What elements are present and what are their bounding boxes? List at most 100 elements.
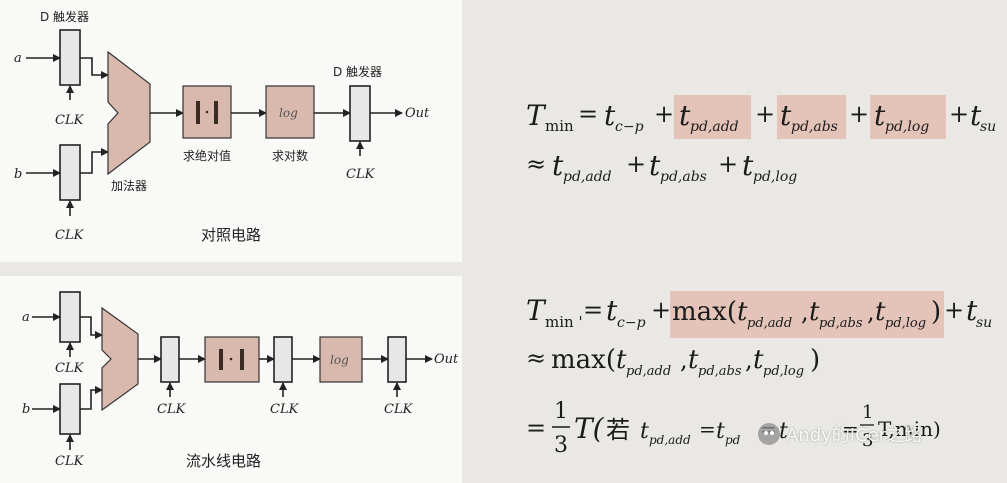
- p-wire-a-adder: [80, 316, 103, 339]
- f2b-t-add: t: [616, 345, 627, 375]
- f2-max-open: max(: [672, 297, 737, 327]
- f2b-sub-abs: pd,abs: [698, 364, 742, 379]
- p-abs-dot-icon: [229, 357, 233, 361]
- f1-min: min: [545, 117, 574, 135]
- f2c-t-3: t: [779, 419, 788, 444]
- f2b-t-abs: t: [688, 345, 699, 375]
- abs-bar-right-icon: [214, 101, 218, 124]
- p-output-label: Out: [434, 352, 459, 367]
- highlight-max: [670, 291, 944, 338]
- f1-sub-abs: pd,abs: [791, 119, 838, 135]
- f2-sub-cp: c−p: [617, 315, 646, 331]
- f2c-eq: =: [526, 414, 546, 442]
- f1b-t-add: t: [552, 149, 564, 182]
- clk-out-label: CLK: [346, 167, 376, 182]
- f2-t-su: t: [966, 294, 978, 327]
- f2c-t-add: t: [640, 419, 649, 444]
- f2c-frac-num: 1: [554, 399, 568, 424]
- adder-label: 加法器: [111, 179, 147, 193]
- f2-t-abs: t: [809, 297, 820, 327]
- f1-plus-3: +: [849, 100, 869, 128]
- f2b-sub-add: pd,add: [626, 364, 671, 379]
- top-caption: 对照电路: [201, 226, 261, 244]
- f1b-sub-add: pd,add: [563, 169, 612, 185]
- formula-2-line-3: = 1 3 T( 若 t pd,add = t pd = t = 1 3 T,m…: [526, 399, 941, 458]
- f1-t-su: t: [970, 99, 982, 132]
- f2-comma-1: ,: [801, 298, 809, 326]
- log-block: [265, 85, 315, 139]
- f2c-sub-add: pd,add: [649, 433, 691, 447]
- f2c-ruo: 若: [606, 416, 630, 444]
- f2-sub-abs: pd,abs: [819, 316, 863, 331]
- f2-t-log: t: [875, 297, 886, 327]
- wire-a-adder: [80, 57, 109, 79]
- f2c-sub-pd: pd: [725, 433, 741, 447]
- f1-T: T: [526, 99, 547, 132]
- p-log-symbol: log: [330, 353, 349, 367]
- f2-sub-add: pd,add: [747, 316, 792, 331]
- f2b-comma-1: ,: [680, 346, 688, 374]
- bottom-caption: 流水线电路: [186, 452, 261, 470]
- f2c-frac2-num: 1: [862, 402, 873, 423]
- f2b-approx: ≈: [526, 344, 546, 372]
- output-label: Out: [405, 106, 430, 121]
- f1b-plus-2: +: [718, 150, 738, 178]
- p-clk-b-label: CLK: [55, 454, 85, 469]
- bottom-circuit: a CLK b CLK CLK: [22, 291, 459, 470]
- f1-t-abs: t: [780, 99, 792, 132]
- f1b-plus-1: +: [626, 150, 646, 178]
- circuit-diagrams: D 触发器 D 触发器 a CLK b CLK 加法器: [14, 9, 459, 470]
- f1-t-log: t: [874, 99, 886, 132]
- highlight-t-abs: [777, 95, 846, 139]
- p-input-a-label: a: [22, 310, 30, 325]
- f2b-comma-2: ,: [745, 346, 753, 374]
- wechat-icon: [758, 423, 780, 445]
- f2b-t-log: t: [753, 345, 764, 375]
- p-clk-2-label: CLK: [270, 402, 300, 417]
- p-adder-block: [101, 306, 139, 412]
- abs-dot-icon: [205, 110, 209, 114]
- formula-1-line-1: T min = t c−p + t pd,add + t pd,abs + t …: [526, 99, 996, 135]
- f2-min-prime: min ': [545, 313, 583, 331]
- f1-sub-log: pd,log: [885, 119, 929, 135]
- highlight-t-log: [870, 95, 946, 139]
- f2-T: T: [526, 294, 547, 327]
- formula-2-line-2: ≈ max( t pd,add , t pd,abs , t pd,log ): [526, 344, 820, 379]
- f2-plus-1: +: [651, 296, 671, 324]
- f2b-close: ): [810, 345, 820, 375]
- watermark-text: Andy的ICer之路: [786, 425, 923, 446]
- p-clk-a-label: CLK: [55, 361, 85, 376]
- f1b-t-log: t: [742, 149, 754, 182]
- p-clk-3-label: CLK: [384, 402, 414, 417]
- f1-sub-cp: c−p: [615, 119, 644, 135]
- f1-plus-1: +: [654, 100, 674, 128]
- f2b-max-open: max(: [551, 345, 616, 375]
- f2-close: ): [931, 297, 941, 327]
- formula-1-line-2: ≈ t pd,add + t pd,abs + t pd,log: [526, 149, 797, 185]
- highlight-t-add: [674, 95, 751, 139]
- f2c-eq-1: =: [699, 417, 716, 441]
- f1b-sub-log: pd,log: [753, 169, 797, 185]
- f2c-t-pd: t: [716, 419, 725, 444]
- clk-b-label: CLK: [55, 228, 85, 243]
- f1b-sub-abs: pd,abs: [660, 169, 707, 185]
- f2c-T-paren: T(: [574, 412, 605, 445]
- f2c-eq-3: =: [842, 417, 859, 441]
- p-clk-1-label: CLK: [157, 402, 187, 417]
- top-circuit: D 触发器 D 触发器 a CLK b CLK 加法器: [14, 9, 430, 244]
- f2-t-add: t: [737, 297, 748, 327]
- f1-eq: =: [578, 100, 598, 128]
- watermark: Andy的ICer之路: [758, 421, 922, 447]
- f1-sub-add: pd,add: [690, 119, 739, 135]
- f2-comma-2: ,: [867, 298, 875, 326]
- f2-plus-2: +: [944, 296, 964, 324]
- p-input-b-label: b: [22, 402, 30, 417]
- input-b-label: b: [14, 167, 22, 182]
- f2-t-cp: t: [606, 294, 618, 327]
- abs-label: 求绝对值: [183, 148, 231, 163]
- f2c-frac-den: 3: [554, 433, 568, 458]
- wire-b-adder: [80, 148, 109, 174]
- formula-2-line-1: T min ' = t c−p + max( t pd,add , t pd,a…: [526, 294, 992, 331]
